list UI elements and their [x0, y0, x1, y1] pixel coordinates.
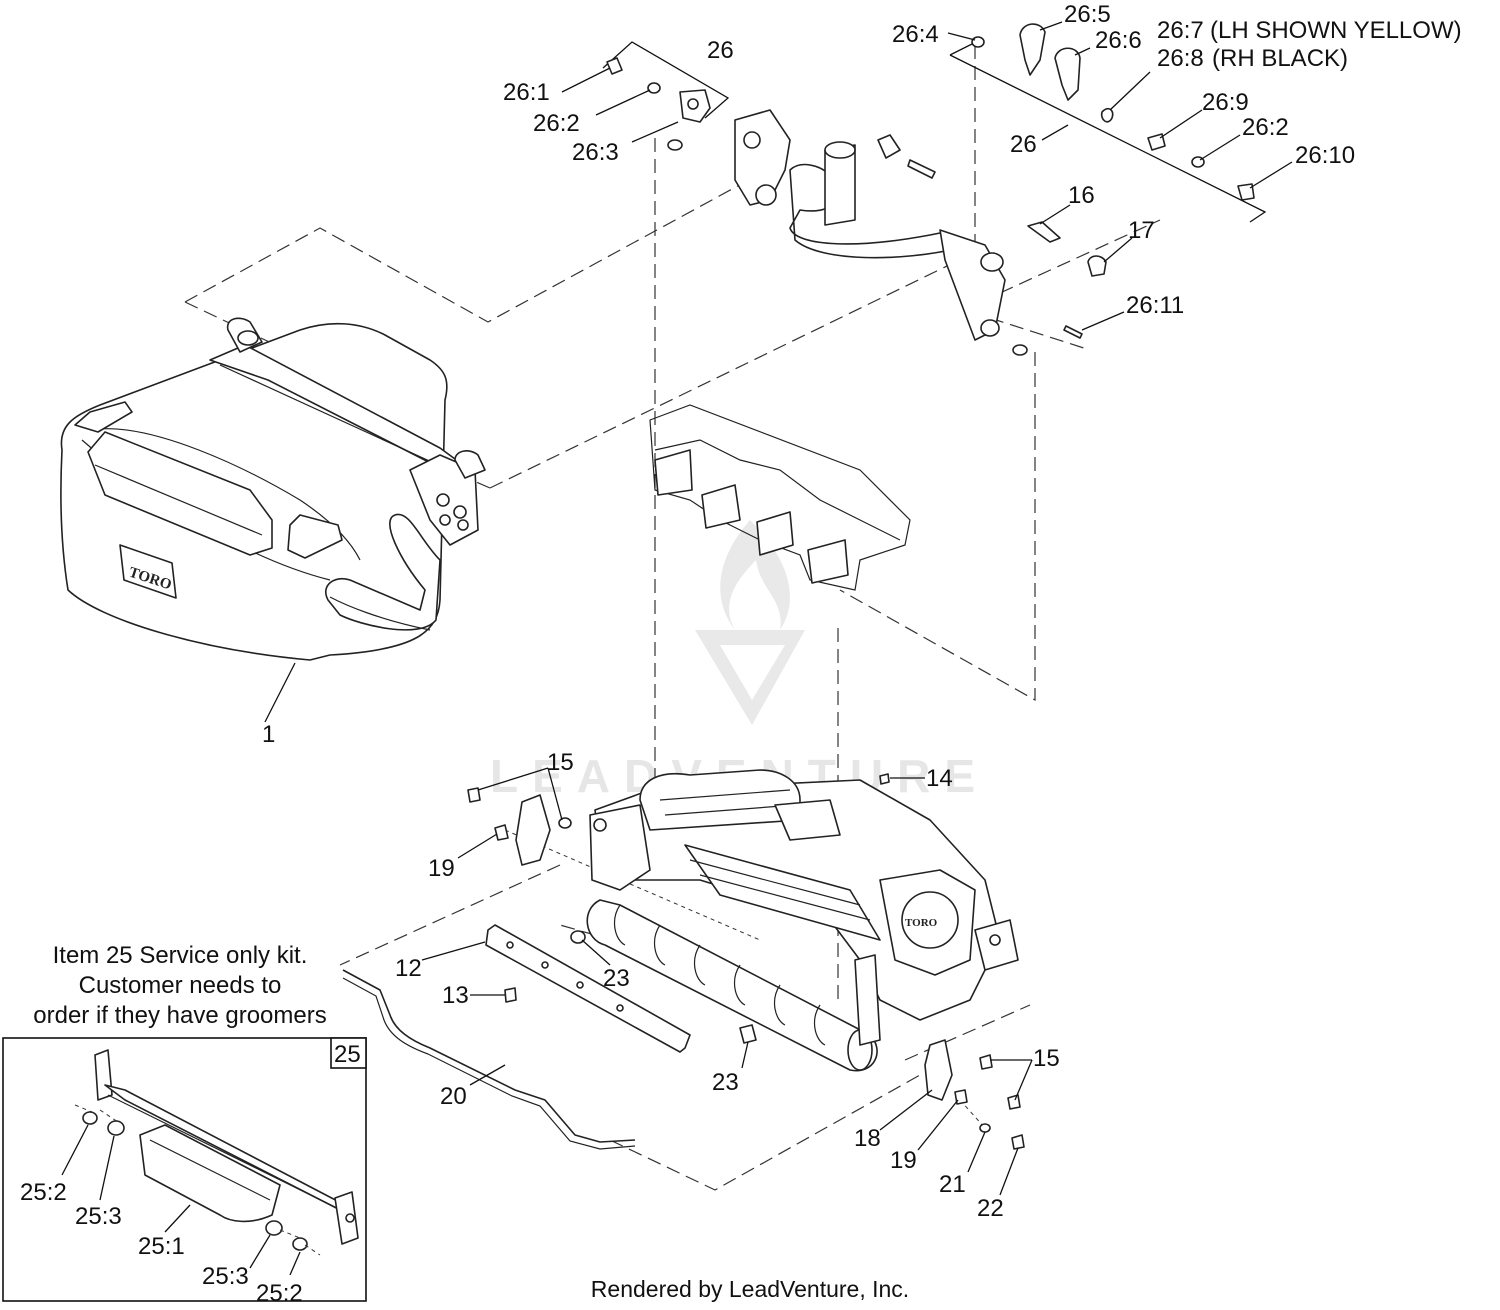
- label-26-8-note: (RH BLACK): [1212, 45, 1348, 72]
- label-18: 18: [854, 1125, 881, 1152]
- label-26-6: 26:6: [1095, 27, 1142, 54]
- label-15-upper: 15: [547, 749, 574, 776]
- kit-note-line-1: Item 25 Service only kit.: [53, 942, 308, 969]
- label-23-upper: 23: [603, 965, 630, 992]
- label-21: 21: [939, 1171, 966, 1198]
- reel-logo-text: TORO: [905, 917, 938, 929]
- label-26-5: 26:5: [1064, 1, 1111, 28]
- label-20: 20: [440, 1083, 467, 1110]
- label-26-3: 26:3: [572, 139, 619, 166]
- label-26-2-left: 26:2: [533, 110, 580, 137]
- label-26-4: 26:4: [892, 21, 939, 48]
- label-26-right: 26: [1010, 131, 1037, 158]
- part-labels: 1 26 26:1 26:2 26:3 26:4 26:5 26:6 26:7 …: [262, 1, 1462, 1222]
- label-26-9: 26:9: [1202, 89, 1249, 116]
- label-25-3-left: 25:3: [75, 1203, 122, 1230]
- label-22: 22: [977, 1195, 1004, 1222]
- label-17: 17: [1128, 217, 1155, 244]
- explosion-lines: [184, 45, 1161, 1191]
- label-12: 12: [395, 955, 422, 982]
- label-26-7-note: (LH SHOWN YELLOW): [1210, 17, 1462, 44]
- kit-number: 25: [334, 1041, 361, 1068]
- kit-note-line-3: order if they have groomers: [33, 1002, 326, 1029]
- label-15-lower: 15: [1033, 1045, 1060, 1072]
- lower-hardware: [467, 773, 1025, 1150]
- reel-cutting-unit: TORO: [586, 769, 1019, 1072]
- label-1: 1: [262, 721, 275, 748]
- label-25-2-right: 25:2: [256, 1280, 303, 1307]
- kit-number-box: [330, 1037, 367, 1069]
- label-19-left: 19: [428, 855, 455, 882]
- kit-25-inset: 25 25:2 25:3 25:1 25:3 25:2: [2, 1037, 367, 1307]
- label-26-2-right: 26:2: [1242, 114, 1289, 141]
- label-25-1: 25:1: [138, 1233, 185, 1260]
- label-25-3-right: 25:3: [202, 1263, 249, 1290]
- label-26-10: 26:10: [1295, 142, 1355, 169]
- label-19-right: 19: [890, 1147, 917, 1174]
- deflector-shield: [649, 404, 911, 591]
- label-26-7: 26:7: [1157, 17, 1204, 44]
- groomer-rod: [342, 969, 636, 1150]
- label-13: 13: [442, 982, 469, 1009]
- grass-basket: TORO: [60, 317, 486, 661]
- label-26-upper-left: 26: [707, 37, 734, 64]
- item-26-hardware: [606, 23, 1255, 356]
- label-26-1: 26:1: [503, 79, 550, 106]
- bedknife: [485, 924, 691, 1053]
- label-14: 14: [926, 765, 953, 792]
- leader-lines: [264, 21, 1293, 1196]
- carrier-frame: [734, 109, 1006, 341]
- bracket-26-left: [602, 41, 730, 119]
- label-23-lower: 23: [712, 1069, 739, 1096]
- label-25-2-left: 25:2: [20, 1179, 67, 1206]
- label-26-11: 26:11: [1126, 292, 1184, 319]
- label-16: 16: [1068, 182, 1095, 209]
- label-26-8: 26:8: [1157, 45, 1204, 72]
- footer-credit: Rendered by LeadVenture, Inc.: [591, 1276, 909, 1302]
- kit-note-line-2: Customer needs to: [79, 972, 282, 999]
- kit-note: Item 25 Service only kit. Customer needs…: [33, 942, 326, 1029]
